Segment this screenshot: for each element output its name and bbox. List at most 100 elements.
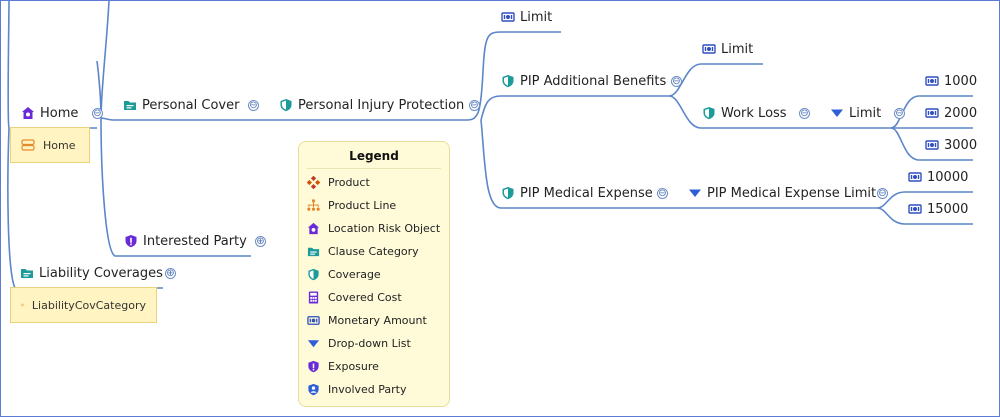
- legend-title: Legend: [307, 149, 441, 169]
- pip-medical-limit-collapse-toggle[interactable]: ⊖: [877, 188, 888, 199]
- node-limit-dropdown[interactable]: Limit: [830, 103, 881, 123]
- node-value-1000[interactable]: 1000: [925, 71, 977, 91]
- legend-label-exposure: Exposure: [328, 360, 379, 373]
- legend-label-involved-party: Involved Party: [328, 383, 407, 396]
- node-work-loss-label: Work Loss: [721, 105, 787, 121]
- node-limit-dropdown-label: Limit: [849, 105, 882, 121]
- legend-item-covered-cost: Covered Cost: [307, 291, 402, 304]
- dropdown-list-icon: [831, 109, 843, 117]
- dropdown-list-icon: [307, 340, 320, 348]
- node-interested-party[interactable]: Interested Party: [124, 231, 247, 251]
- legend-panel: Legend Product Product Line Location Ris…: [298, 141, 450, 407]
- legend-label-covered-cost: Covered Cost: [328, 291, 402, 304]
- node-pip-medical-expense-limit[interactable]: PIP Medical Expense Limit: [688, 183, 876, 203]
- covered-cost-icon: [308, 291, 319, 304]
- node-limit-mid[interactable]: Limit: [702, 39, 753, 59]
- monetary-amount-icon: [925, 140, 939, 150]
- node-work-loss[interactable]: Work Loss: [702, 103, 787, 123]
- interested-party-expand-toggle[interactable]: ⊕: [255, 236, 266, 247]
- node-pip-additional-benefits[interactable]: PIP Additional Benefits: [501, 71, 666, 91]
- node-value-10000[interactable]: 10000: [908, 167, 968, 187]
- node-value-1000-label: 1000: [944, 73, 978, 89]
- legend-label-location-risk-object: Location Risk Object: [328, 222, 441, 235]
- legend-label-product-line: Product Line: [328, 199, 397, 212]
- node-interested-party-label: Interested Party: [143, 233, 247, 249]
- monetary-amount-icon: [702, 44, 716, 54]
- legend-item-exposure: Exposure: [307, 360, 379, 373]
- liability-coverages-expand-toggle[interactable]: ⊕: [165, 268, 176, 279]
- legend-label-dropdown-list: Drop-down List: [328, 337, 411, 350]
- pip-additional-collapse-toggle[interactable]: ⊖: [671, 76, 682, 87]
- legend-item-product-line: Product Line: [307, 199, 396, 212]
- monetary-amount-icon: [501, 12, 515, 22]
- legend-item-location-risk-object: Location Risk Object: [307, 222, 440, 235]
- legend-item-monetary-amount: Monetary Amount: [307, 314, 427, 327]
- node-personal-cover[interactable]: Personal Cover: [123, 95, 239, 115]
- coverage-icon: [308, 268, 319, 281]
- legend-item-clause-category: Clause Category: [307, 245, 419, 258]
- clause-category-icon: [21, 269, 33, 278]
- monetary-amount-icon: [908, 204, 922, 214]
- legend-label-product: Product: [328, 176, 370, 189]
- limit-dropdown-collapse-toggle[interactable]: ⊖: [894, 108, 905, 119]
- product-icon: [307, 176, 320, 189]
- monetary-amount-icon: [925, 108, 939, 118]
- legend-item-coverage: Coverage: [307, 268, 381, 281]
- pip-medical-collapse-toggle[interactable]: ⊖: [657, 188, 668, 199]
- involved-party-icon: [308, 383, 319, 396]
- coverage-icon: [280, 99, 292, 112]
- node-value-2000[interactable]: 2000: [925, 103, 977, 123]
- personal-cover-collapse-toggle[interactable]: ⊖: [248, 100, 259, 111]
- legend-item-involved-party: Involved Party: [307, 383, 407, 396]
- location-risk-object-icon: [22, 107, 34, 119]
- node-value-3000[interactable]: 3000: [925, 135, 977, 155]
- liability-note-label: LiabilityCovCategory: [31, 298, 146, 312]
- dropdown-list-icon: [689, 189, 701, 197]
- node-pip-label: Personal Injury Protection: [298, 97, 465, 113]
- location-risk-object-icon: [307, 222, 320, 235]
- node-pip-medical-label: PIP Medical Expense: [520, 185, 653, 201]
- legend-label-clause-category: Clause Category: [328, 245, 419, 258]
- exposure-icon: [308, 360, 319, 373]
- node-home[interactable]: Home: [21, 103, 78, 123]
- node-value-15000[interactable]: 15000: [908, 199, 968, 219]
- node-limit-top[interactable]: Limit: [501, 7, 552, 27]
- node-value-2000-label: 2000: [944, 105, 978, 121]
- node-pip-medical-expense[interactable]: PIP Medical Expense: [501, 183, 653, 203]
- legend-label-coverage: Coverage: [328, 268, 381, 281]
- node-limit-top-label: Limit: [520, 9, 553, 25]
- note-icon: [21, 303, 24, 307]
- product-line-icon: [307, 199, 320, 211]
- note-icon: [21, 139, 35, 151]
- legend-item-product: Product: [307, 176, 370, 189]
- node-personal-injury-protection[interactable]: Personal Injury Protection: [279, 95, 464, 115]
- liability-note: LiabilityCovCategory: [10, 287, 157, 323]
- node-personal-cover-label: Personal Cover: [142, 97, 240, 113]
- clause-category-icon: [307, 247, 320, 257]
- node-liability-coverages[interactable]: Liability Coverages: [20, 263, 163, 283]
- legend-item-dropdown-list: Drop-down List: [307, 337, 411, 350]
- node-home-label: Home: [40, 105, 79, 121]
- node-pip-medical-limit-label: PIP Medical Expense Limit: [707, 185, 877, 201]
- node-limit-mid-label: Limit: [721, 41, 754, 57]
- clause-category-icon: [124, 101, 136, 110]
- node-liability-coverages-label: Liability Coverages: [39, 265, 163, 281]
- coverage-icon: [502, 75, 514, 88]
- monetary-amount-icon: [307, 316, 320, 325]
- pip-collapse-toggle[interactable]: ⊖: [469, 100, 480, 111]
- work-loss-collapse-toggle[interactable]: ⊖: [799, 108, 810, 119]
- node-pip-additional-label: PIP Additional Benefits: [520, 73, 667, 89]
- home-collapse-toggle[interactable]: ⊖: [92, 108, 103, 119]
- home-note: Home: [10, 127, 90, 163]
- legend-label-monetary-amount: Monetary Amount: [328, 314, 427, 327]
- node-value-3000-label: 3000: [944, 137, 978, 153]
- coverage-icon: [502, 187, 514, 200]
- exposure-icon: [125, 235, 137, 248]
- node-value-10000-label: 10000: [927, 169, 969, 185]
- monetary-amount-icon: [925, 76, 939, 86]
- coverage-icon: [703, 107, 715, 120]
- home-note-label: Home: [43, 138, 76, 152]
- monetary-amount-icon: [908, 172, 922, 182]
